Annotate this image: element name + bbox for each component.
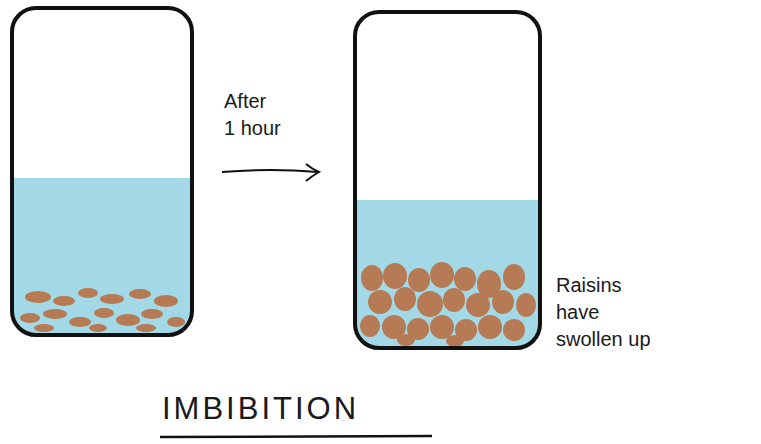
title-underline	[160, 436, 432, 437]
arrow-head	[306, 164, 319, 181]
water-before	[12, 178, 192, 335]
raisins-after	[360, 262, 536, 347]
raisins-before	[20, 288, 185, 332]
observation-note: Raisins have swollen up	[556, 272, 656, 353]
beaker-before	[12, 8, 192, 335]
time-arrow	[222, 170, 318, 172]
beaker-after	[355, 12, 540, 348]
water-after	[355, 200, 540, 348]
diagram-title: IMBIBITION	[162, 388, 359, 430]
time-label: After 1 hour	[224, 88, 281, 142]
